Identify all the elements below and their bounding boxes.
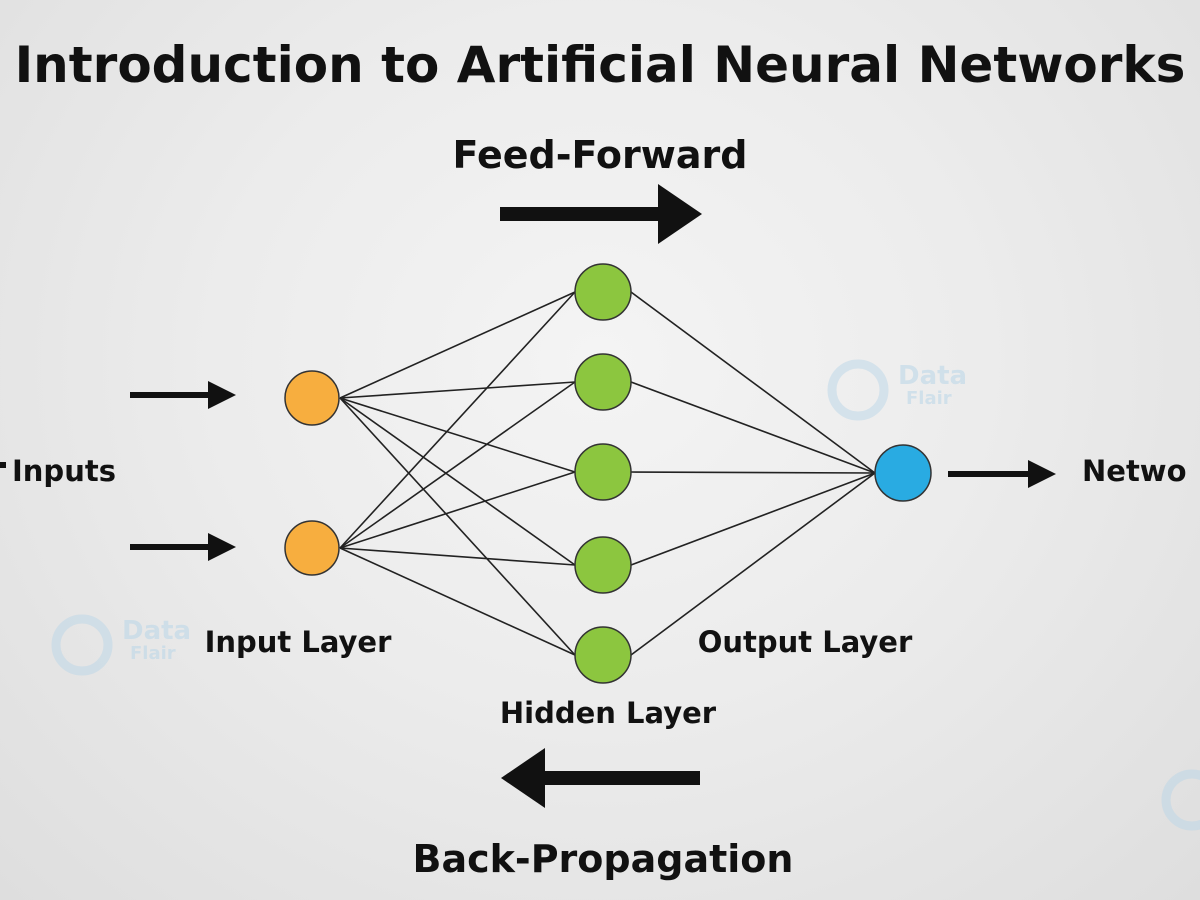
watermark-text-flair: Flair (906, 388, 952, 409)
hidden-node-3 (574, 443, 632, 501)
inputs-label-fragment (0, 462, 6, 468)
connection-input-2-hidden-2 (339, 381, 576, 549)
connection-hidden-3-output (630, 471, 876, 474)
connection-input-1-hidden-5 (339, 397, 576, 656)
input-node-1 (284, 370, 340, 426)
feed-forward-arrow (500, 184, 702, 244)
back-propagation-label: Back-Propagation (413, 837, 794, 881)
connection-input-1-hidden-4 (339, 397, 576, 566)
connection-input-1-hidden-3 (339, 397, 576, 473)
input-arrow-2 (130, 533, 236, 561)
watermark-text-data: Data (122, 616, 191, 646)
connection-input-2-hidden-5 (339, 547, 576, 656)
hidden-layer-label: Hidden Layer (500, 696, 717, 730)
connection-input-2-hidden-3 (339, 471, 576, 549)
connection-hidden-1-output (630, 291, 876, 474)
input-layer (284, 370, 340, 576)
network-connections (339, 291, 876, 656)
watermark-text-flair: Flair (130, 643, 176, 664)
network-output-label: Netwo (1082, 454, 1187, 488)
watermark-logo-right (1161, 769, 1200, 831)
output-node-1 (874, 444, 932, 502)
hidden-layer (574, 263, 632, 684)
diagram-title: Introduction to Artificial Neural Networ… (15, 36, 1186, 94)
connection-hidden-4-output (630, 472, 876, 566)
inputs-label: Inputs (12, 454, 116, 488)
watermark-logo-center: Data Flair (827, 359, 967, 421)
hidden-node-4 (574, 536, 632, 594)
feed-forward-label: Feed-Forward (453, 133, 748, 177)
connection-input-2-hidden-4 (339, 547, 576, 566)
back-propagation-arrow (501, 748, 700, 808)
connection-input-1-hidden-2 (339, 381, 576, 399)
connection-hidden-2-output (630, 381, 876, 474)
watermark-text-data: Data (898, 361, 967, 391)
connection-input-1-hidden-1 (339, 291, 576, 399)
output-arrow (948, 460, 1056, 488)
output-layer (874, 444, 932, 502)
input-node-2 (284, 520, 340, 576)
input-arrow-1 (130, 381, 236, 409)
input-layer-label: Input Layer (205, 625, 393, 659)
hidden-node-2 (574, 353, 632, 411)
connection-hidden-5-output (630, 472, 876, 656)
hidden-node-5 (574, 626, 632, 684)
output-layer-label: Output Layer (698, 625, 913, 659)
connection-input-2-hidden-1 (339, 291, 576, 549)
hidden-node-1 (574, 263, 632, 321)
watermark-logo-left: Data Flair (51, 614, 191, 676)
